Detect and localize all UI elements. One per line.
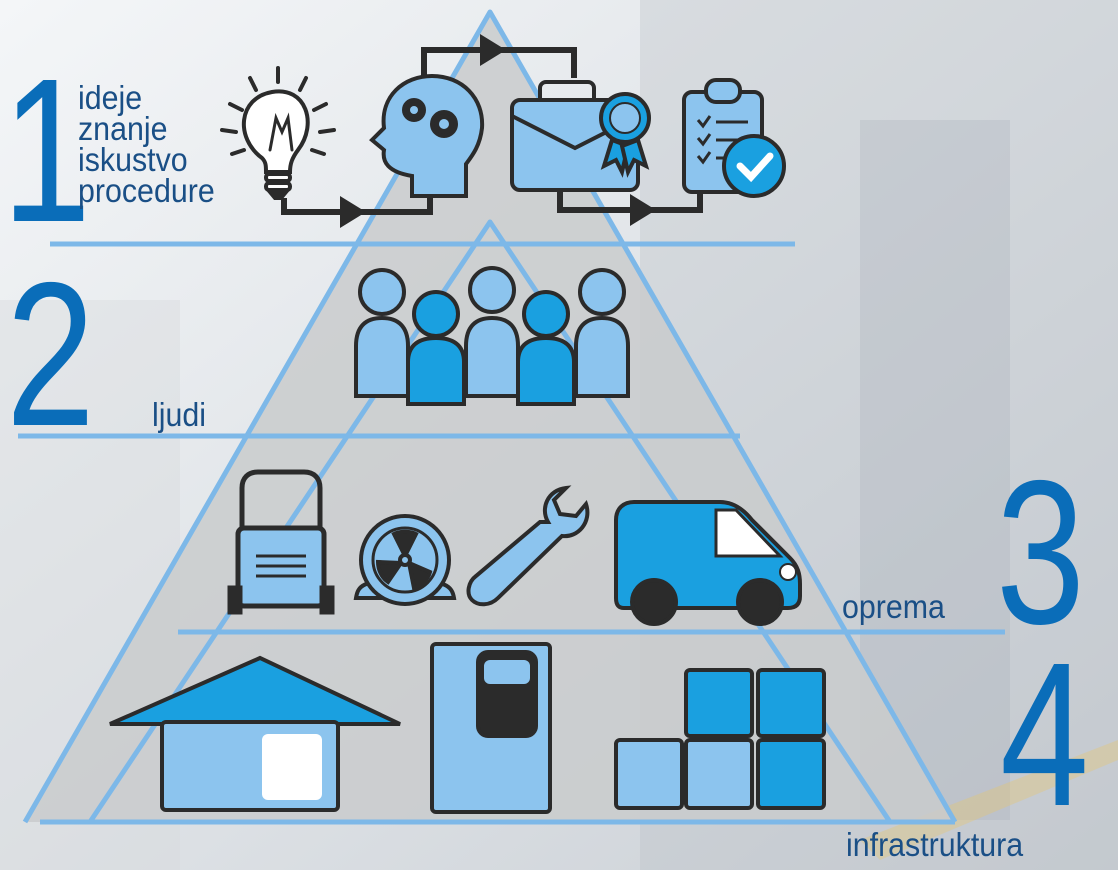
level-1-word-3: iskustvo	[78, 141, 188, 178]
level-3-number: 3	[996, 438, 1085, 667]
lawn-mower-icon	[227, 469, 335, 615]
briefcase-award-icon	[510, 80, 651, 192]
level-1-word-1: ideje	[78, 79, 143, 116]
level-1-word-4: procedure	[78, 172, 215, 209]
level-1-number: 1	[2, 36, 91, 265]
level-4-number: 4	[1000, 620, 1089, 849]
van-icon	[614, 500, 802, 626]
pyramid-fill	[25, 12, 955, 822]
arrow-icon	[281, 34, 703, 228]
outer-pyramid-outline	[22, 9, 958, 824]
boxes-icon	[614, 668, 826, 810]
level-2-number: 2	[6, 240, 95, 469]
house-icon	[109, 655, 401, 812]
level-2-word: ljudi	[152, 396, 207, 433]
level-1-words: ideje znanje iskustvo procedure	[78, 79, 227, 209]
level-4-word: infrastruktura	[846, 826, 1024, 863]
head-gears-icon	[369, 73, 485, 198]
clipboard-check-icon	[682, 78, 786, 198]
level-3-word: oprema	[842, 588, 945, 625]
people-group-icon	[354, 266, 630, 406]
level-1-word-2: znanje	[78, 110, 168, 147]
cabinet-icon	[430, 642, 552, 814]
wrench-icon	[466, 485, 590, 607]
light-bulb-icon	[220, 66, 336, 200]
fan-icon	[353, 514, 457, 606]
